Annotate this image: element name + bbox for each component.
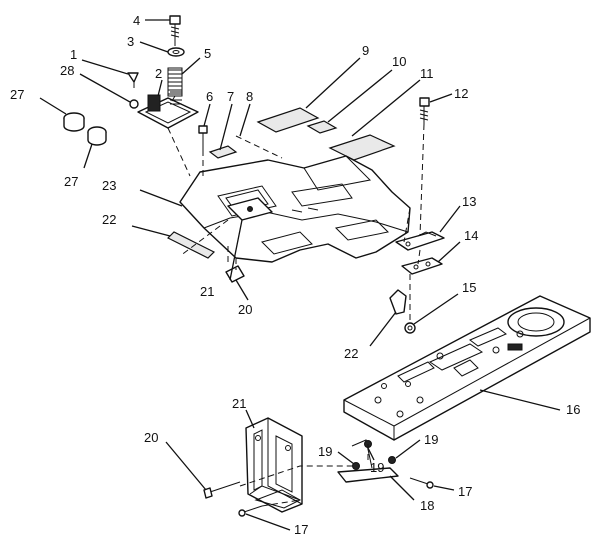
part-25-strip [166, 231, 216, 259]
part-6-screw [198, 125, 208, 150]
part-9-decal [256, 107, 320, 133]
callout-4: 4 [133, 13, 140, 28]
callout-27-lower: 27 [64, 174, 78, 189]
part-24-panel-insert [227, 197, 273, 221]
callout-21: 21 [232, 396, 246, 411]
callout-6: 6 [206, 89, 213, 104]
callout-28: 28 [60, 63, 74, 78]
part-21-front-bracket [245, 417, 303, 513]
assembly-lines [167, 40, 425, 507]
callout-20: 20 [144, 430, 158, 445]
part-11-decal [328, 134, 396, 161]
callout-18: 18 [420, 498, 434, 513]
callout-25: 22 [102, 212, 116, 227]
callout-23: 20 [238, 302, 252, 317]
callout-10: 10 [392, 54, 406, 69]
part-19-nut-right [388, 456, 396, 464]
callout-17-bottom: 17 [294, 522, 308, 537]
callout-16: 16 [566, 402, 580, 417]
part-3-washer [167, 47, 185, 57]
callout-13: 13 [462, 194, 476, 209]
callout-27-upper: 27 [10, 87, 24, 102]
callout-1: 1 [70, 47, 77, 62]
part-2-seat-plate [137, 91, 199, 129]
callout-15: 15 [462, 280, 476, 295]
callout-labels: 4 3 5 1 2 28 27 27 6 7 8 9 10 11 12 23 2… [10, 13, 580, 537]
part-27-knob-upper [63, 112, 85, 132]
leader-lines [39, 19, 561, 531]
part-15-nut [404, 322, 416, 334]
callout-5: 5 [204, 46, 211, 61]
part-22-clip [389, 289, 407, 315]
part-4-screw [169, 15, 181, 40]
part-18-tie-bar [337, 439, 399, 483]
callout-17-right: 17 [458, 484, 472, 499]
part-10-decal [306, 120, 338, 134]
callout-14: 14 [464, 228, 478, 243]
callout-9: 9 [362, 43, 369, 58]
part-1-pin [127, 72, 139, 88]
callout-7: 7 [227, 89, 234, 104]
part-23-clip [225, 265, 245, 283]
callout-19-left: 19 [318, 444, 332, 459]
part-14-bracket [401, 257, 443, 275]
callout-19-center: 19 [370, 460, 384, 475]
callout-3: 3 [127, 34, 134, 49]
callout-2: 2 [155, 66, 162, 81]
part-28-nut [129, 99, 139, 109]
callout-26: 23 [102, 178, 116, 193]
callout-12: 12 [454, 86, 468, 101]
part-12-screw [419, 97, 430, 124]
part-7-decal [208, 145, 238, 159]
callout-22: 22 [344, 346, 358, 361]
part-16-frame [343, 295, 591, 441]
callout-24: 21 [200, 284, 214, 299]
part-26-fender-pan [179, 155, 411, 263]
part-17-bolt-right [409, 477, 434, 489]
part-27-knob-lower [87, 126, 107, 146]
part-17-bolt-bottom [238, 505, 263, 517]
callout-19-right: 19 [424, 432, 438, 447]
part-20-bolt [203, 481, 241, 499]
callout-11: 11 [420, 66, 434, 81]
callout-8: 8 [246, 89, 253, 104]
